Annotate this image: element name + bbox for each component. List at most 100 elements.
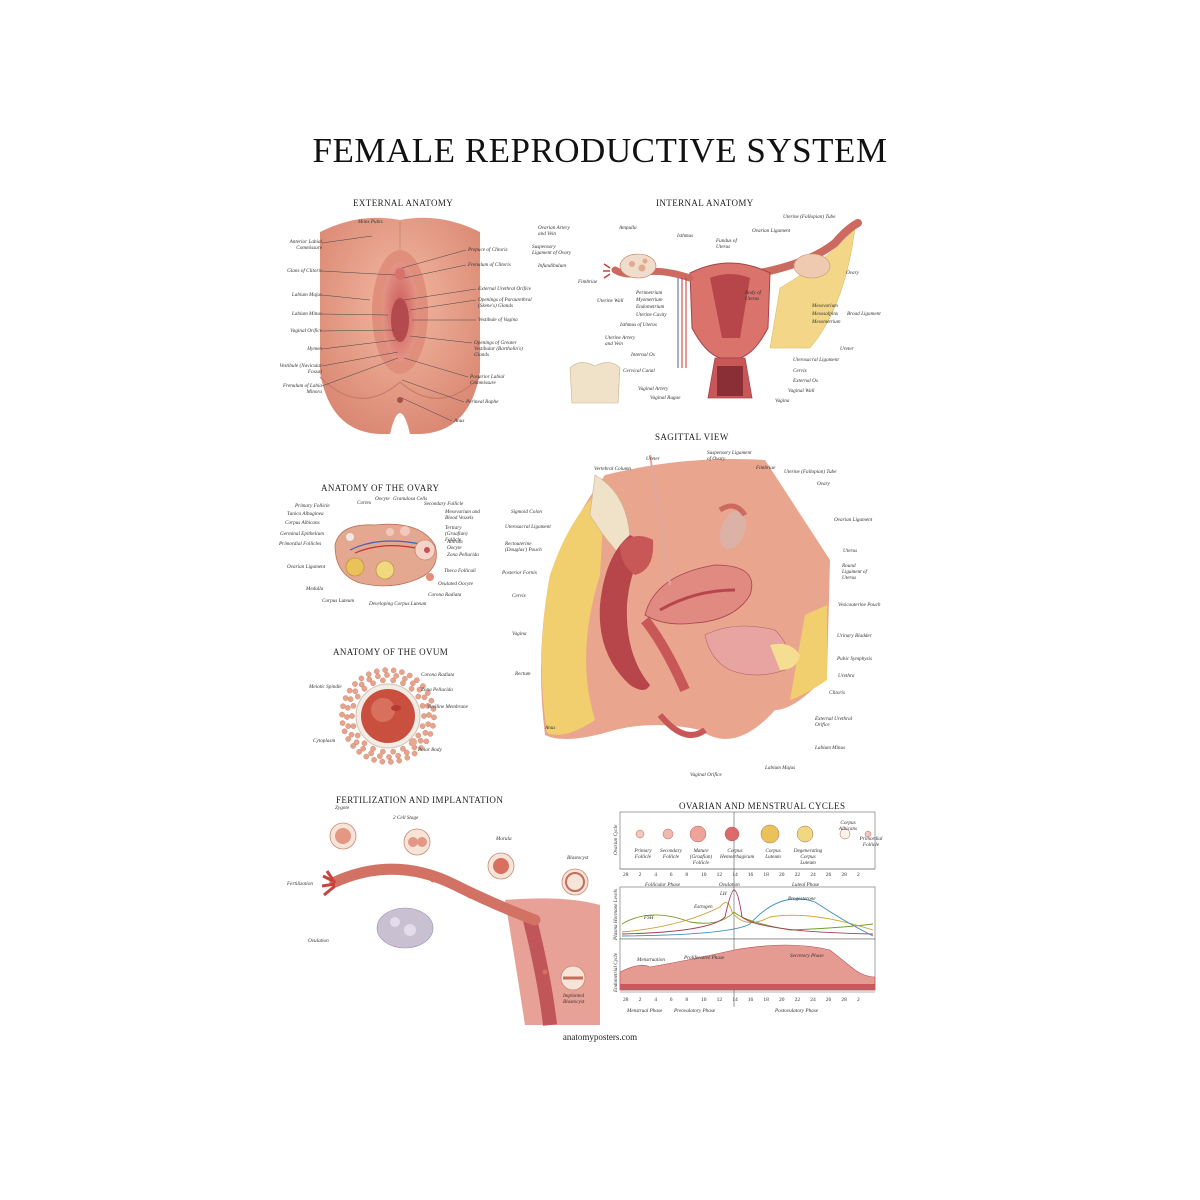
heading-sagittal-view: SAGITTAL VIEW: [655, 432, 729, 442]
heading-external-anatomy: EXTERNAL ANATOMY: [353, 198, 454, 208]
corona-cell: [358, 675, 365, 682]
label-hormone-progesterone: Progesterone: [788, 896, 816, 902]
label-external-right-1: Frenulum of Clitoris: [468, 262, 511, 268]
label-external-right-3: Openings of Paraurethral (Skene's) Gland…: [478, 297, 532, 309]
label-sagittal-right-8: External Urethral Orifice: [815, 716, 853, 728]
day-tick-label: 2: [638, 872, 642, 878]
day-tick-label: 10: [701, 997, 707, 1003]
broad-ligament-shape: [769, 227, 856, 349]
corona-cell: [419, 703, 426, 709]
day-tick-label: 22: [794, 872, 801, 878]
label-ovary-top-2: Granulosa Cells: [393, 496, 428, 502]
day-tick-label: 26: [825, 997, 832, 1003]
label-external-left-0: Anterior Labial Commissure: [289, 239, 322, 251]
label-sagittal-left-2: Rectouterine (Douglas') Pouch: [505, 541, 542, 553]
ovary-anatomy-illustration: [334, 523, 437, 587]
day-tick-label: 20: [779, 997, 785, 1003]
label-ovum-right-0: Corona Radiata: [421, 672, 455, 678]
label-ovary-left-6: Medulla: [306, 586, 324, 592]
label-ovary-right-4: Oocyte: [447, 545, 462, 551]
label-internal-top-0: Ampulla: [619, 225, 637, 231]
label-sagittal-top-4: Uterine (Fallopian) Tube: [784, 469, 837, 475]
hormone-panel: [619, 886, 876, 940]
label-internal-wall-0: Perimetrium: [636, 290, 663, 296]
corona-cell: [431, 714, 437, 721]
day-tick-label: 16: [747, 872, 754, 878]
label-internal-left-10: Vaginal Rugae: [650, 395, 681, 401]
label-ovary-left-1: Tunica Albuginea: [287, 511, 324, 517]
label-sagittal-bottom: Vaginal Orifice: [690, 772, 722, 778]
label-internal-right-7: Cervix: [793, 368, 807, 374]
label-internal-wall-2: Endometrium: [636, 304, 665, 310]
corona-cell: [422, 730, 429, 736]
corona-cell: [380, 748, 386, 755]
day-tick-label: 4: [654, 997, 657, 1003]
label-sagittal-right-7: Clitoris: [829, 690, 845, 696]
label-ovary-left-3: Germinal Epithelium: [280, 531, 324, 537]
corona-cell: [417, 737, 424, 744]
corona-cell: [382, 667, 388, 673]
corona-cell: [400, 745, 406, 752]
label-fert-2cell: 2 Cell Stage: [393, 815, 419, 821]
corona-cell: [421, 713, 427, 719]
corona-cell: [340, 703, 346, 709]
label-ovary-left-2: Corpus Albicans: [285, 520, 320, 526]
corona-cell: [423, 738, 430, 745]
corona-cell: [354, 693, 361, 700]
label-external-left-6: Vestibule (Navicular Fossa): [279, 363, 323, 375]
pubic-symphysis-shape: [770, 643, 800, 670]
corona-cell: [375, 673, 381, 680]
label-follicle-stage: Primordial Follicle: [859, 836, 883, 848]
day-tick-label: 28: [841, 997, 847, 1003]
corona-cell: [393, 673, 399, 679]
label-internal-right-2: Mesosalpinx: [812, 311, 839, 317]
fsh-curve: [621, 911, 874, 931]
corona-cell: [414, 677, 420, 683]
label-ovary-top-1: Oocyte: [375, 496, 390, 502]
poster-title: FEMALE REPRODUCTIVE SYSTEM: [312, 131, 888, 170]
uterine-tube-fert: [329, 863, 541, 926]
label-sagittal-right-6: Urethra: [838, 673, 855, 679]
label-fert-implanted: Implanted Blastocyst: [563, 993, 585, 1005]
label-phase-luteal: Luteal Phase: [792, 882, 820, 888]
corona-cell: [358, 681, 365, 688]
corona-cell: [428, 697, 435, 704]
corona-cell: [348, 731, 355, 738]
label-internal-top-1: Isthmus: [677, 233, 694, 239]
label-phase-ovulation: Ovulation: [719, 882, 740, 888]
day-tick-label: 8: [685, 997, 689, 1003]
day-tick-label: 10: [701, 872, 707, 878]
lh-curve: [621, 889, 874, 935]
day-tick-label: 8: [685, 872, 689, 878]
label-sagittal-left-5: Vagina: [512, 631, 527, 637]
corona-cell: [408, 685, 415, 692]
ovary-sagittal: [719, 510, 747, 550]
corona-cell: [341, 728, 348, 735]
corona-cell: [430, 723, 436, 729]
day-tick-label: 28: [623, 997, 629, 1003]
uterine-tube-right: [756, 219, 862, 277]
label-ovum-right-2: Vitelline Membrane: [427, 704, 468, 710]
heading-internal-anatomy: INTERNAL ANATOMY: [656, 198, 754, 208]
label-external-left-3: Labium Minus: [291, 311, 322, 317]
label-ovum-left-0: Meiotic Spindle: [309, 684, 342, 690]
corona-cell: [350, 743, 356, 749]
label-ovary-left-5: Ovarian Ligament: [287, 564, 326, 570]
label-external-left-2: Labium Majus: [291, 292, 322, 298]
follicle-stage-icon: [724, 826, 740, 842]
corona-cell: [388, 759, 394, 765]
corona-cell: [426, 712, 432, 718]
corona-cell: [390, 667, 397, 674]
label-follicle-stage: Primary Follicle: [634, 848, 652, 860]
corona-cell: [361, 740, 368, 747]
day-tick-label: 24: [810, 997, 816, 1003]
label-ovum-right-1: Zona Pellucida: [421, 687, 453, 693]
label-ovary-right-7: Ovulated Oocyte: [438, 581, 474, 587]
label-external-right-2: External Urethral Orifice: [478, 286, 532, 292]
cycles-chart: [619, 811, 876, 1007]
day-tick-label: 18: [763, 872, 769, 878]
label-phase-preovulatory: Preovulatory Phase: [674, 1008, 716, 1014]
corona-cell: [390, 677, 396, 684]
label-hormone-axis: Plasma Hormone Levels: [613, 888, 619, 940]
